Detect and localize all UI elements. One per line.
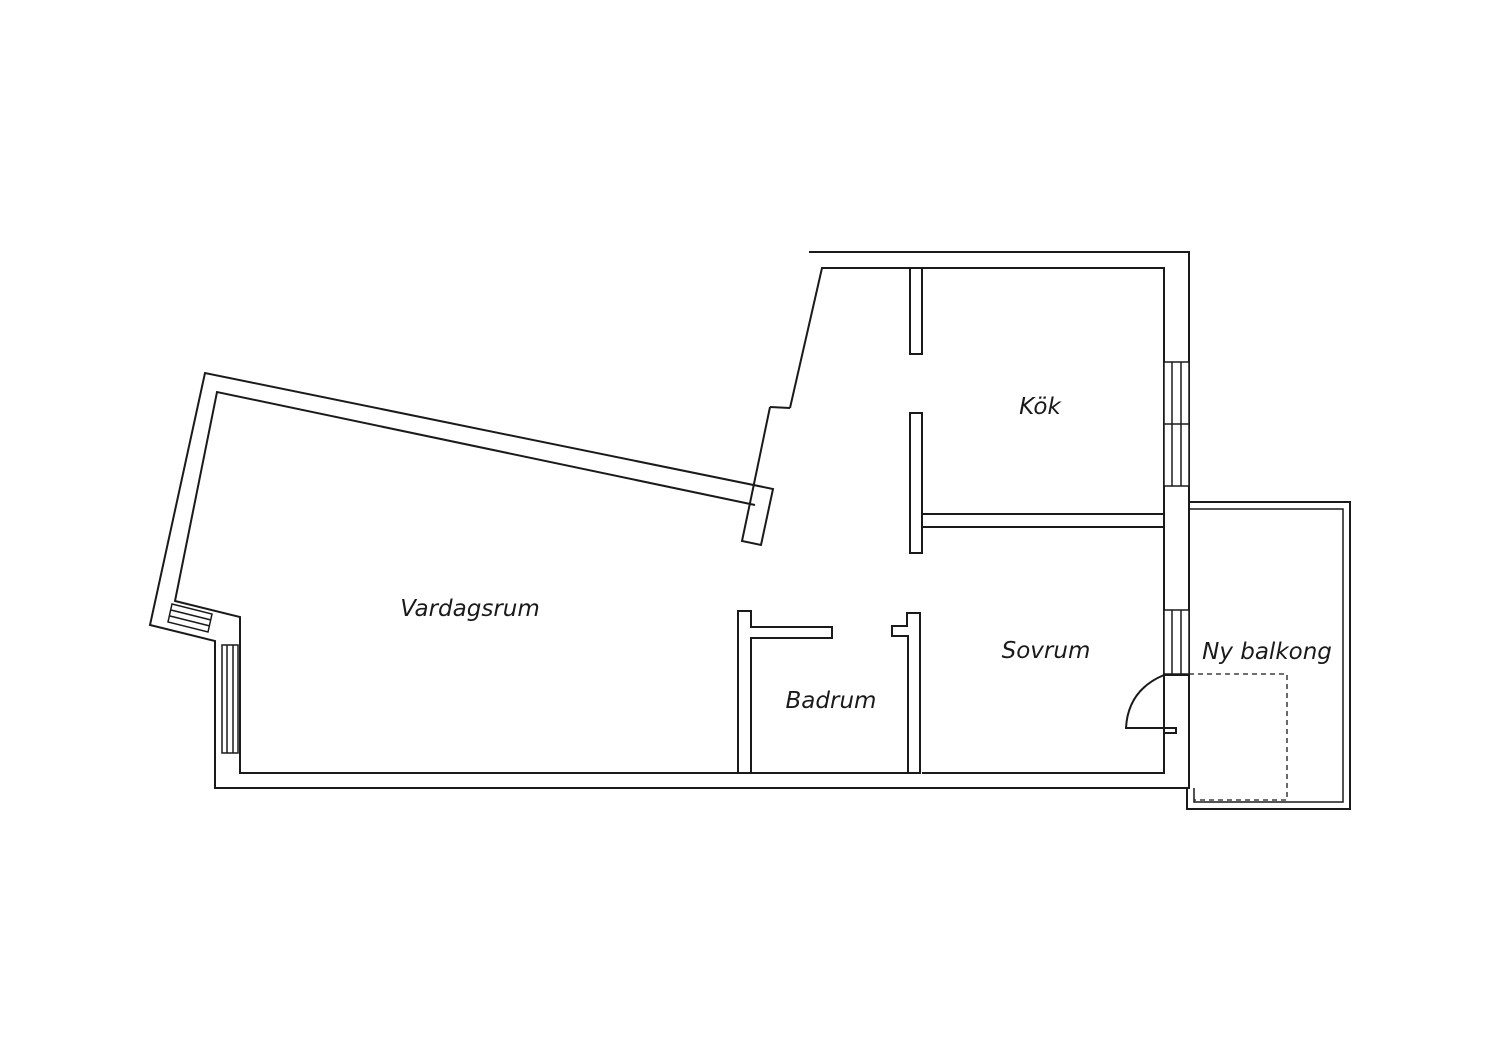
outer-wall-outline bbox=[148, 251, 1190, 789]
kitchen-bedroom-wall bbox=[921, 513, 1165, 528]
kitchen-window bbox=[1163, 361, 1190, 487]
living-room-window-corner bbox=[167, 603, 213, 633]
room-label-balcony: Ny balkong bbox=[1202, 639, 1332, 665]
bedroom-left-wall bbox=[891, 612, 921, 774]
living-room-window-left bbox=[221, 644, 239, 754]
bedroom-window bbox=[1163, 609, 1190, 675]
hallway-wall-stub bbox=[769, 406, 791, 409]
kitchen-partition-upper bbox=[909, 267, 923, 355]
room-label-living-room: Vardagsrum bbox=[400, 596, 540, 622]
balcony-dashed-area bbox=[1189, 673, 1288, 801]
balcony-door bbox=[1124, 674, 1189, 734]
room-label-bedroom: Sovrum bbox=[1002, 638, 1091, 664]
balcony-outline bbox=[1186, 501, 1351, 810]
bathroom-left-wall bbox=[737, 610, 833, 774]
room-label-kitchen: Kök bbox=[1019, 394, 1062, 420]
room-label-bathroom: Badrum bbox=[786, 688, 877, 714]
kitchen-partition-lower bbox=[909, 412, 923, 554]
